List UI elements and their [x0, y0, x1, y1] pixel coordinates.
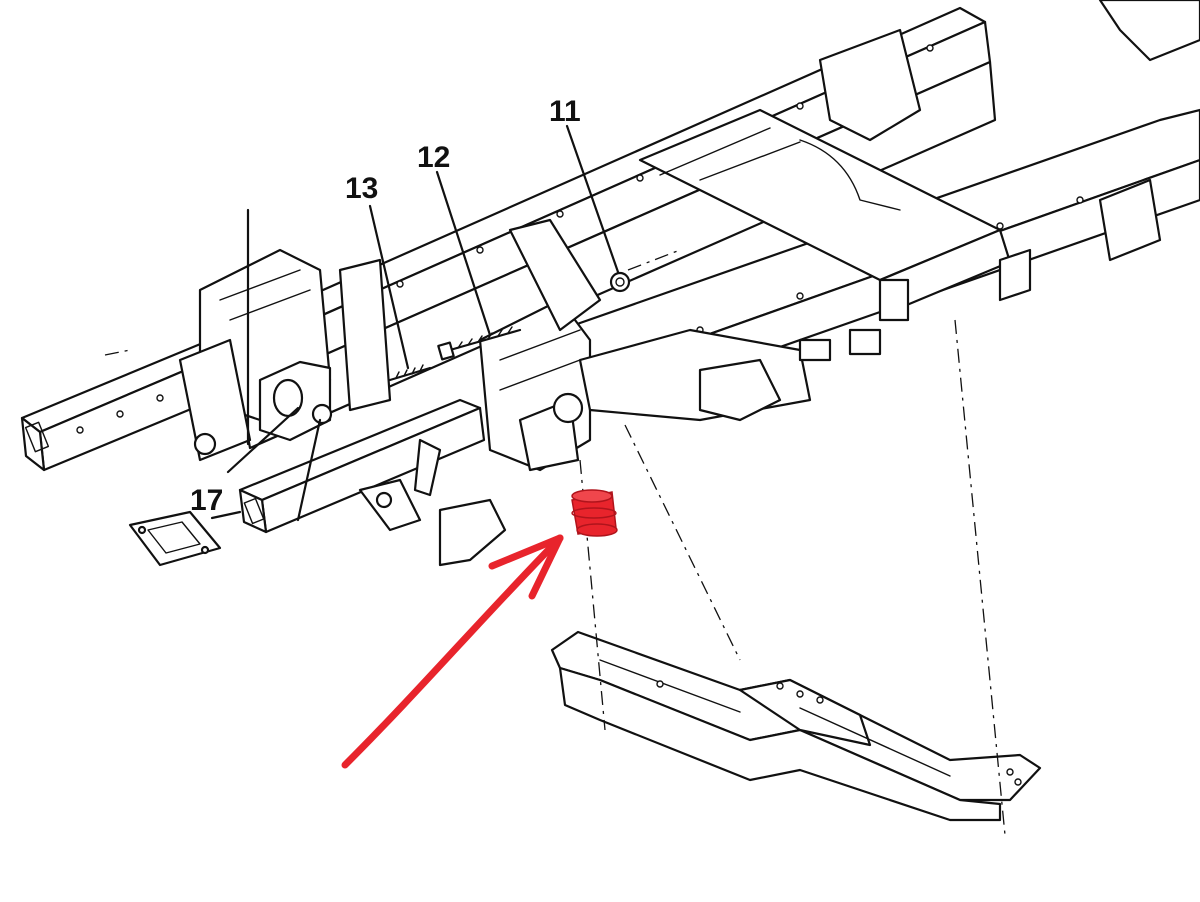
alignment-lines — [104, 249, 1006, 836]
center-shackle-mount — [478, 218, 602, 472]
red-pointer-arrow — [341, 534, 564, 769]
lower-cross-member — [550, 630, 1042, 822]
callout-label-12: 12 — [417, 141, 451, 174]
callout-label-13: 13 — [345, 172, 379, 205]
end-plate — [128, 510, 222, 567]
callout-leaders — [210, 124, 620, 522]
lower-frame-rail — [238, 398, 486, 534]
highlighted-bushing — [571, 489, 618, 537]
bushing-17-small — [311, 403, 333, 425]
rear-hanger-assembly — [178, 248, 392, 462]
bolt-12 — [437, 326, 522, 361]
bolt-13 — [388, 364, 432, 382]
nut-11 — [609, 271, 631, 293]
mid-cross-member — [578, 278, 910, 422]
callout-label-11: 11 — [549, 95, 581, 128]
callout-label-17: 17 — [190, 484, 224, 517]
lower-brackets — [358, 438, 507, 567]
top-right-brackets — [799, 0, 1200, 302]
